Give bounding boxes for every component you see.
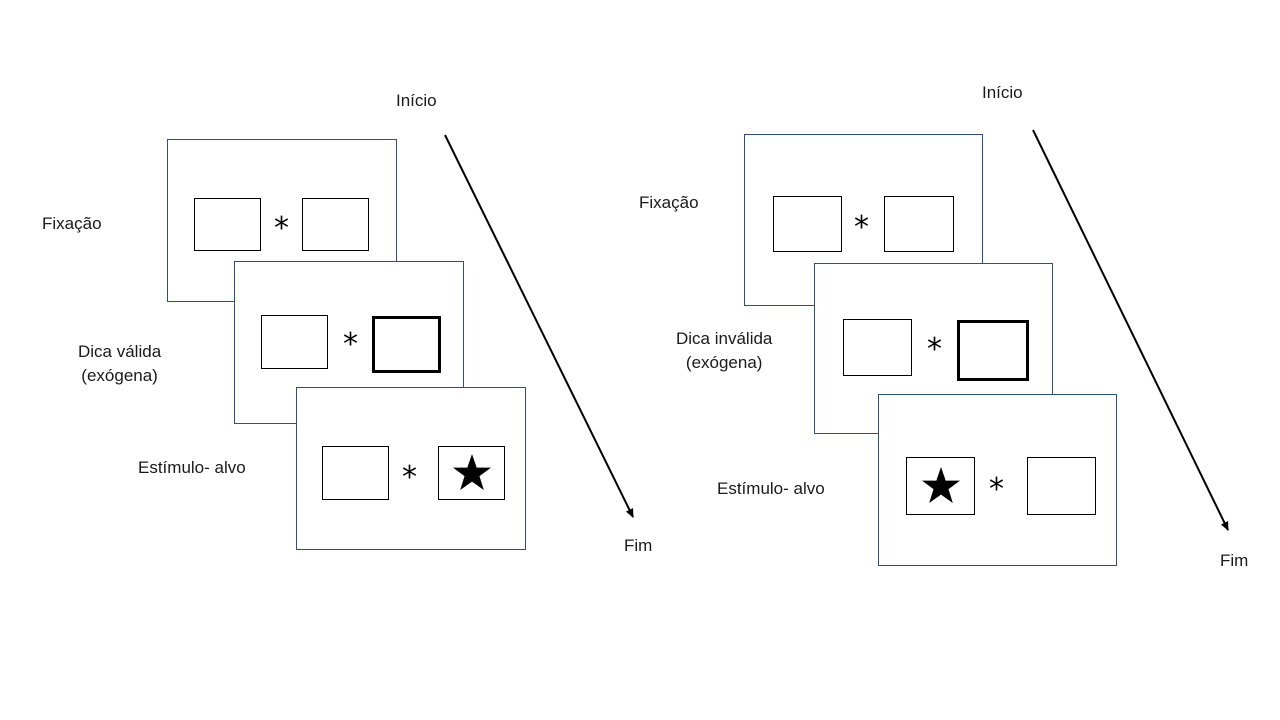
star-icon [452, 454, 491, 490]
right-fixation-right-box [884, 196, 954, 252]
right-cue-fixation-cross: * [927, 332, 942, 367]
right-time-arrow [1032, 129, 1229, 531]
right-target-left-box [906, 457, 975, 515]
left-target-label: Estímulo- alvo [138, 458, 246, 477]
right-target-frame: * [878, 394, 1117, 566]
right-target-right-box [1027, 457, 1096, 515]
right-target-label: Estímulo- alvo [717, 479, 825, 498]
left-cue-label-line2: (exógena) [81, 366, 158, 385]
right-cue-highlighted-box [957, 320, 1029, 381]
left-cue-left-box [261, 315, 328, 369]
right-cue-label-line1: Dica inválida [676, 329, 773, 348]
left-fixation-label: Fixação [42, 214, 102, 233]
right-cue-label: Dica inválida (exógena) [676, 327, 772, 375]
left-fixation-right-box [302, 198, 369, 251]
left-end-label: Fim [624, 536, 653, 555]
left-target-frame: * [296, 387, 526, 550]
left-target-left-box [322, 446, 389, 500]
left-cue-highlighted-box [372, 316, 441, 373]
right-fixation-cross: * [854, 210, 869, 245]
left-target-right-box [438, 446, 505, 500]
right-fixation-left-box [773, 196, 842, 252]
left-fixation-left-box [194, 198, 261, 251]
right-end-label: Fim [1220, 551, 1249, 570]
right-cue-left-box [843, 319, 912, 376]
left-start-label: Início [396, 91, 437, 110]
right-target-fixation-cross: * [989, 472, 1004, 507]
right-cue-label-line2: (exógena) [685, 353, 763, 372]
right-start-label: Início [982, 83, 1023, 102]
left-time-arrow [444, 134, 634, 518]
left-fixation-cross: * [274, 211, 289, 246]
left-cue-label: Dica válida (exógena) [78, 340, 161, 388]
left-cue-fixation-cross: * [343, 327, 358, 362]
left-target-fixation-cross: * [402, 460, 417, 495]
star-icon [921, 467, 960, 503]
left-cue-label-line1: Dica válida [78, 342, 162, 361]
right-fixation-label: Fixação [639, 193, 699, 212]
